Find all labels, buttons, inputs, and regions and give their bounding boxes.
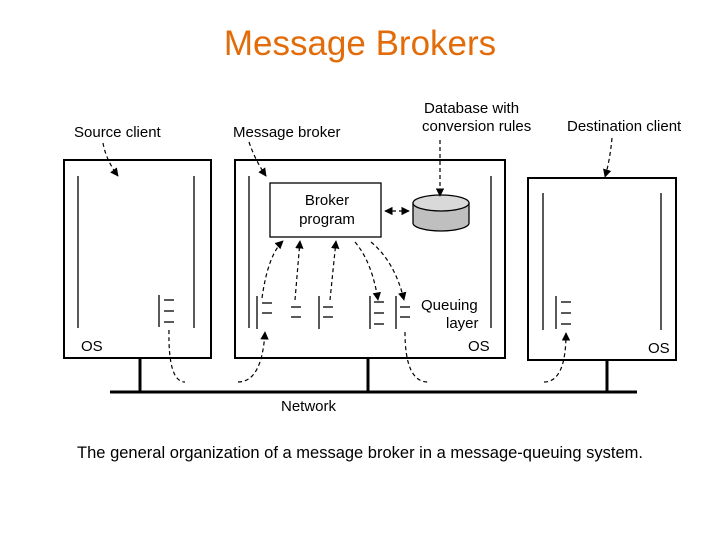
queuing-layer-label-line2: layer (446, 315, 479, 332)
broker-program-box (269, 182, 382, 238)
label-pointers (102, 137, 613, 197)
database-cylinder (412, 194, 470, 232)
network-bus (110, 358, 637, 394)
broker-os-label: OS (468, 338, 490, 355)
broker-program-label-line2: program (299, 211, 355, 228)
broker-queues (256, 296, 410, 329)
database-label-line2: conversion rules (422, 118, 531, 135)
database-label-line1: Database with (424, 100, 519, 117)
network-label: Network (281, 398, 337, 415)
destination-client-label: Destination client (567, 118, 682, 135)
broker-program-label-line1: Broker (305, 192, 349, 209)
source-queue (158, 295, 174, 327)
message-broker-label: Message broker (233, 124, 341, 141)
figure-caption: The general organization of a message br… (77, 444, 643, 462)
source-os-label: OS (81, 338, 103, 355)
message-flow-arrows (168, 240, 571, 383)
destination-queue (555, 296, 571, 329)
destination-client-machine (527, 177, 677, 361)
source-client-machine (63, 159, 212, 359)
source-client-label: Source client (74, 124, 162, 141)
slide-title: Message Brokers (223, 24, 497, 63)
destination-os-label: OS (648, 340, 670, 357)
queuing-layer-label-line1: Queuing (421, 297, 478, 314)
